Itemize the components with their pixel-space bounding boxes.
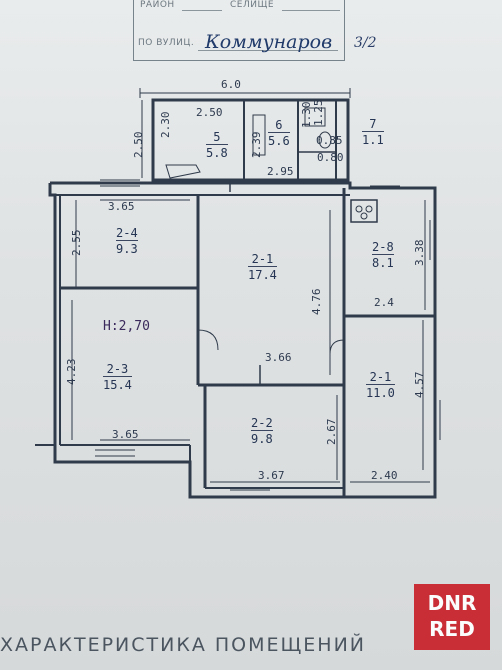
- room-6-id: 6: [275, 118, 283, 132]
- room-2-3-area: 15.4: [103, 376, 132, 392]
- dim-3-38: 3.38: [413, 239, 426, 267]
- room-2-4-area: 9.3: [116, 240, 138, 256]
- room-2-1-main-area: 17.4: [248, 266, 277, 282]
- room-5: 5 5.8: [206, 130, 228, 160]
- room-2-8: 2-8 8.1: [372, 240, 394, 270]
- room-2-8-area: 8.1: [372, 254, 394, 270]
- dim-2-4: 2.4: [374, 296, 394, 309]
- dim-2-39: 2.39: [250, 131, 263, 159]
- street-line: [198, 50, 338, 51]
- room-2-4-id: 2-4: [116, 226, 138, 240]
- room-2-8-id: 2-8: [372, 240, 394, 254]
- district-label: РАЙОН: [140, 0, 175, 10]
- dim-0-80: 0.80: [317, 151, 344, 164]
- district-line: [182, 10, 222, 11]
- room-2-2-id: 2-2: [251, 416, 273, 430]
- room-2-1-side-area: 11.0: [366, 384, 395, 400]
- room-2-1-main-id: 2-1: [251, 252, 274, 266]
- room-7: 7 1.1: [362, 117, 384, 147]
- section-heading: ХАРАКТЕРИСТИКА ПОМЕЩЕНИЙ: [0, 634, 366, 656]
- room-2-2: 2-2 9.8: [251, 416, 273, 446]
- dim-2-30: 2.30: [159, 111, 172, 139]
- room-6-area: 5.6: [268, 132, 290, 148]
- dim-3-65-top: 3.65: [108, 200, 135, 213]
- dim-0-85: 0.85: [316, 134, 343, 147]
- house-number: 3/2: [354, 35, 377, 51]
- dim-2-50-left: 2.50: [132, 131, 145, 159]
- dim-4-57: 4.57: [413, 371, 426, 399]
- dim-4-23: 4.23: [65, 358, 78, 386]
- dim-2-50-top: 2.50: [196, 106, 223, 119]
- settlement-line: [282, 10, 340, 11]
- room-2-1-side-id: 2-1: [369, 370, 392, 384]
- dim-3-67: 3.67: [258, 469, 285, 482]
- dim-4-76: 4.76: [310, 288, 323, 316]
- room-5-id: 5: [213, 130, 221, 144]
- ceiling-height: Н:2,70: [103, 319, 150, 334]
- annex-outline: [151, 98, 350, 182]
- room-2-2-area: 9.8: [251, 430, 273, 446]
- dim-2-67: 2.67: [325, 418, 338, 446]
- watermark-line-2: RED: [429, 617, 475, 641]
- room-6: 6 5.6: [268, 118, 290, 148]
- street-label: ПО ВУЛИЦ.: [138, 38, 195, 48]
- dim-2-55: 2.55: [70, 229, 83, 257]
- address-stamp: РАЙОН СЕЛИЩЕ ПО ВУЛИЦ.: [133, 0, 345, 61]
- room-7-area: 1.1: [362, 131, 384, 147]
- room-5-area: 5.8: [206, 144, 228, 160]
- watermark-line-1: DNR: [427, 591, 477, 615]
- dim-2-95: 2.95: [267, 165, 294, 178]
- room-2-1-side: 2-1 11.0: [366, 370, 395, 400]
- dim-3-66: 3.66: [265, 351, 292, 364]
- room-2-3-id: 2-3: [106, 362, 129, 376]
- dim-2-40: 2.40: [371, 469, 398, 482]
- stove-fixture: [350, 199, 378, 223]
- room-2-3: 2-3 15.4: [103, 362, 132, 392]
- settlement-label: СЕЛИЩЕ: [230, 0, 275, 10]
- room-2-4: 2-4 9.3: [116, 226, 138, 256]
- watermark-logo: DNR RED: [414, 584, 490, 650]
- street-name: Коммунаров: [205, 31, 333, 53]
- room-7-id: 7: [369, 117, 377, 131]
- dim-1-25: 1.25: [312, 99, 325, 127]
- dim-total-width: 6.0: [221, 78, 241, 91]
- room-2-1-main: 2-1 17.4: [248, 252, 277, 282]
- dim-3-65-bottom: 3.65: [112, 428, 139, 441]
